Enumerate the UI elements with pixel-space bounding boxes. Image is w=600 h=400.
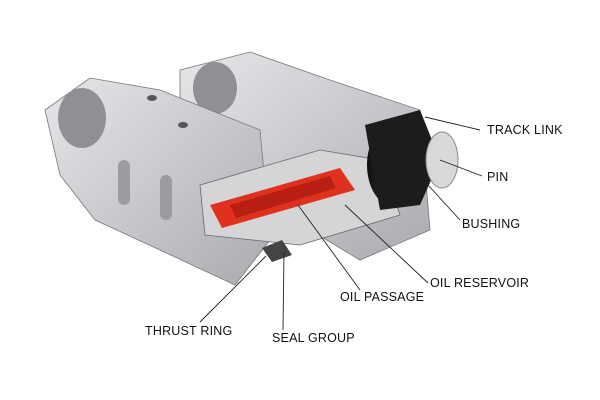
label-bushing: BUSHING	[462, 217, 521, 231]
leader-track-link	[424, 116, 481, 131]
leader-seal-group	[282, 251, 285, 331]
leader-oil-passage	[297, 204, 361, 291]
label-oil-passage: OIL PASSAGE	[340, 290, 425, 304]
leader-oil-reservoir	[344, 204, 429, 284]
leader-thrust-ring	[199, 255, 267, 323]
label-oil-reservoir: OIL RESERVOIR	[430, 276, 530, 290]
leader-lines	[199, 116, 483, 331]
seal-group-detail	[262, 240, 292, 262]
label-thrust-ring: THRUST RING	[145, 324, 233, 338]
leader-pin	[439, 159, 483, 177]
leader-bushing	[427, 184, 461, 221]
pin-cutaway	[199, 149, 401, 246]
bushing	[365, 110, 459, 210]
label-track-link: TRACK LINK	[487, 123, 563, 137]
label-pin: PIN	[487, 170, 509, 184]
label-seal-group: SEAL GROUP	[272, 331, 355, 345]
